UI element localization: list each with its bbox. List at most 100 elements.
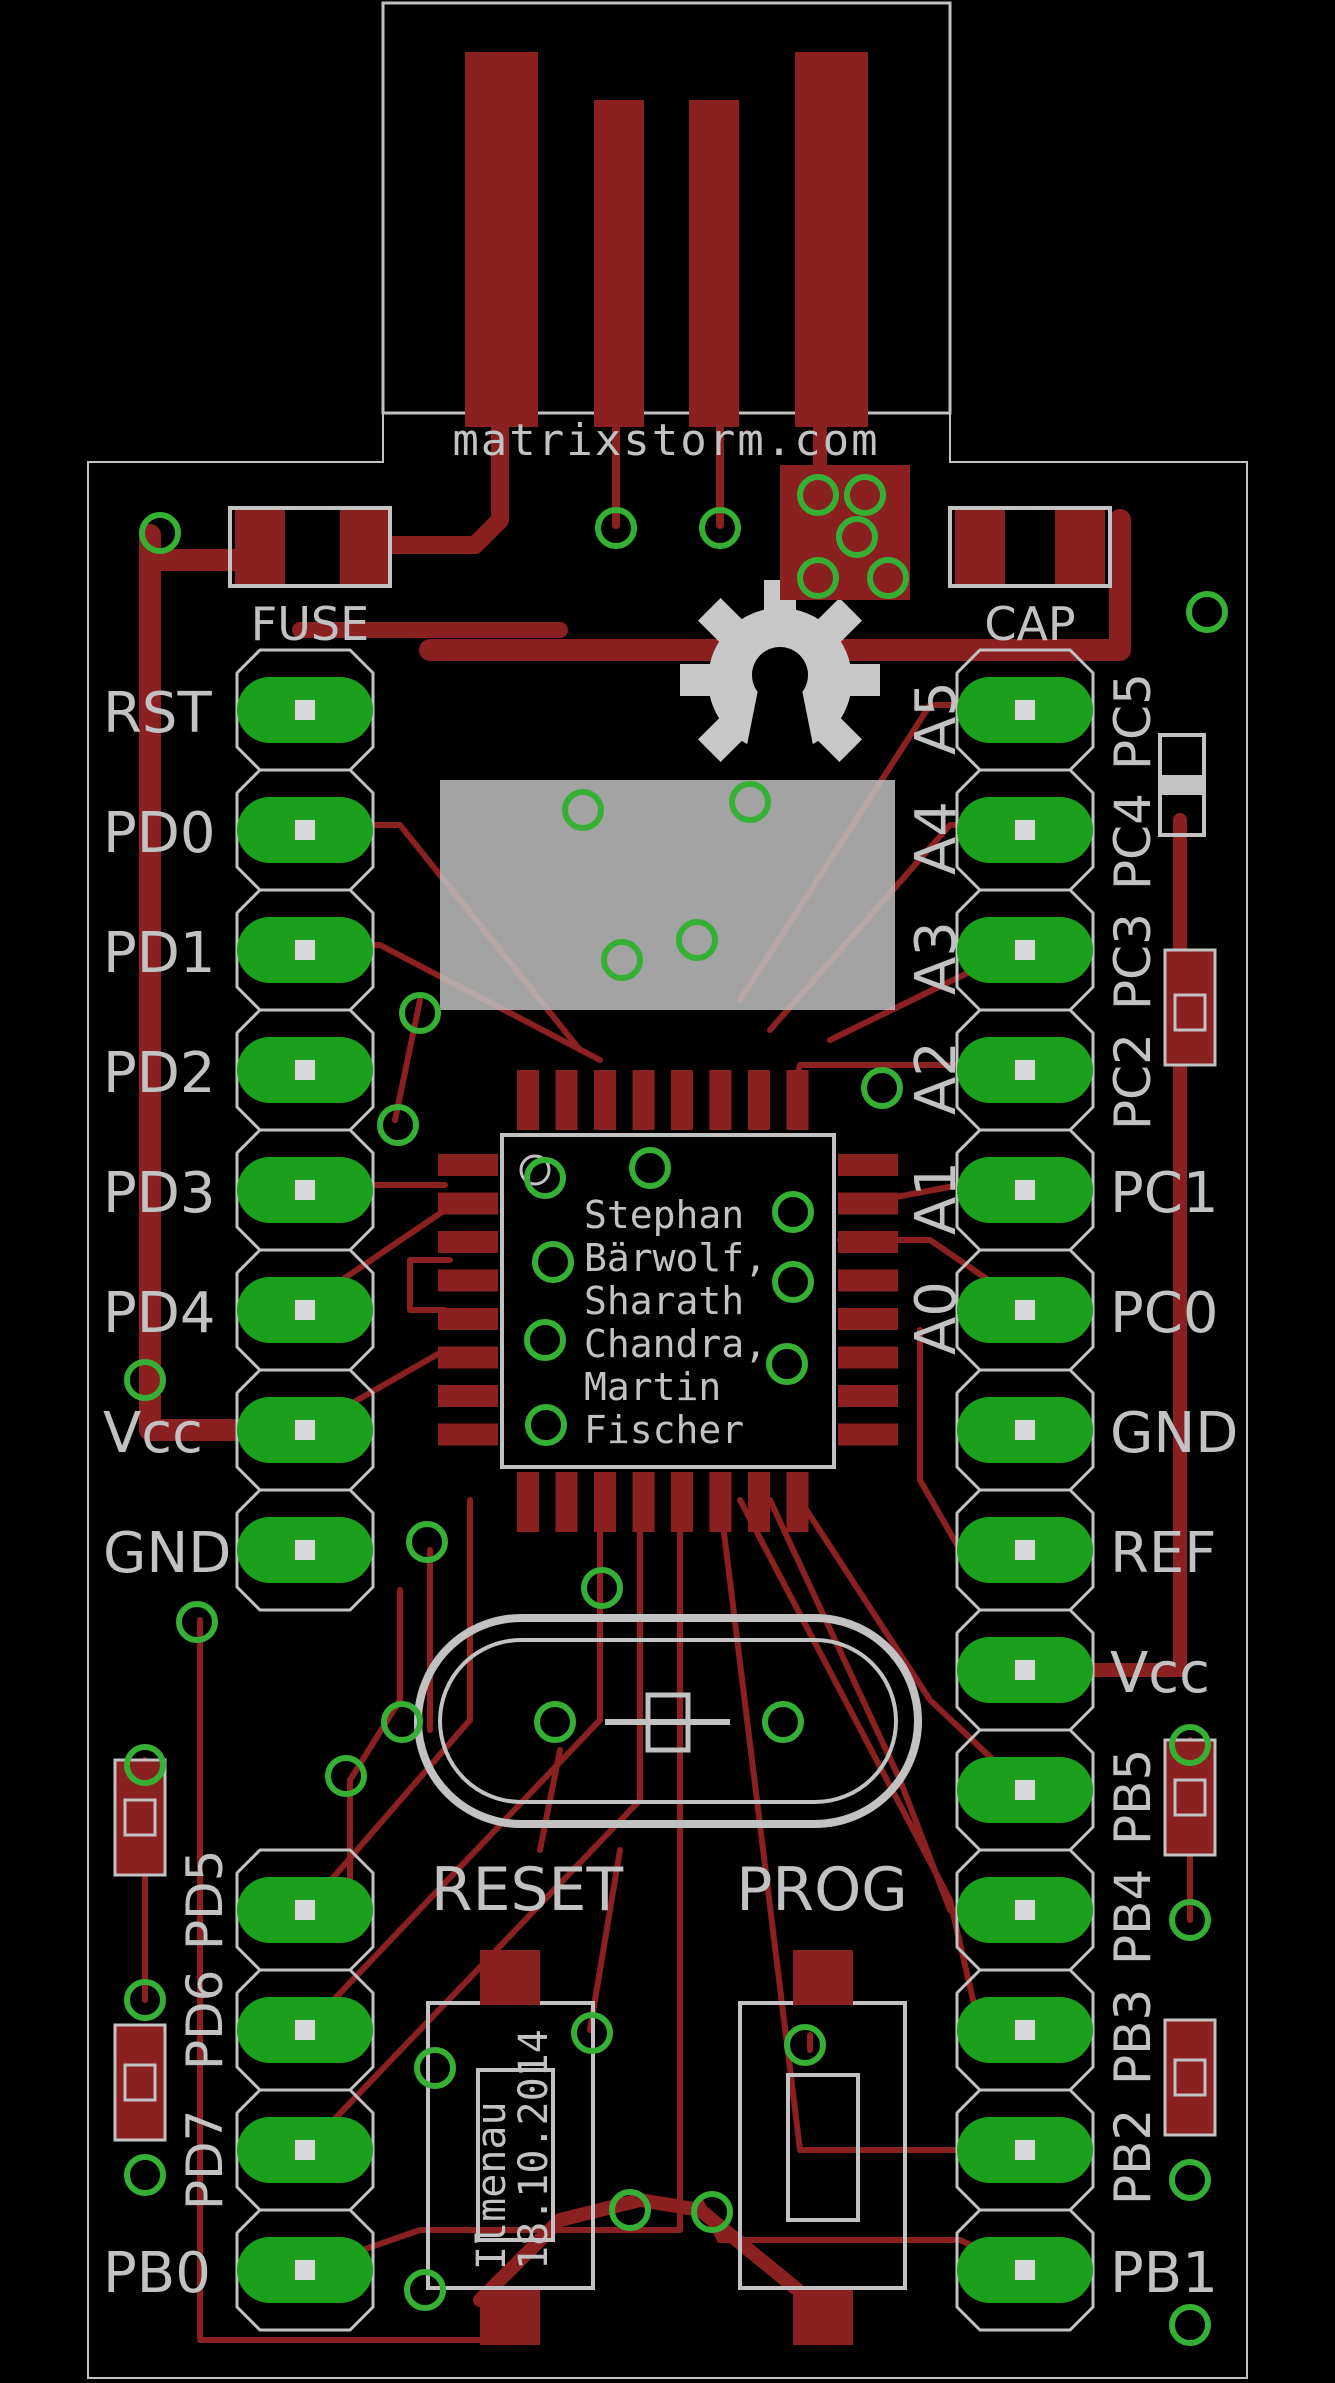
mcu-pad-bottom	[594, 1472, 616, 1532]
left-pin-label: PD1	[103, 921, 216, 986]
mcu-pad-right	[838, 1423, 898, 1446]
via	[139, 512, 181, 554]
mcu-pad-top	[748, 1070, 770, 1130]
mcu-pin1-marker	[519, 1154, 551, 1186]
fuse-package	[228, 506, 392, 588]
mcu-pad-bottom	[786, 1472, 809, 1532]
via	[124, 1744, 166, 1786]
left-pin-label: PD3	[103, 1161, 216, 1226]
via	[1169, 2304, 1211, 2346]
prog-label: PROG	[736, 1855, 908, 1925]
right-pin-label: PC0	[1110, 1281, 1219, 1346]
vertical-pin-labels: A5A4A3A2A1A0PC5PC4PC3PC2PB5PB4PB3PB2PD5P…	[176, 673, 1162, 2210]
via	[381, 1701, 423, 1743]
vertical-pin-label: PC5	[1104, 673, 1162, 770]
via	[595, 507, 637, 549]
mcu-pad-right	[838, 1308, 898, 1330]
via	[532, 1241, 574, 1283]
via	[762, 1701, 804, 1743]
vertical-pin-label: PC3	[1104, 913, 1162, 1010]
right-pin-label: PB1	[1110, 2241, 1218, 2306]
via	[524, 1319, 566, 1361]
via	[629, 1147, 671, 1189]
via	[609, 2189, 651, 2231]
via	[797, 557, 839, 599]
mcu-pad-left	[438, 1269, 498, 1292]
via	[1169, 1899, 1211, 1941]
right-pin-label: REF	[1110, 1521, 1217, 1586]
vertical-pin-label: A0	[904, 1281, 969, 1355]
via	[861, 1067, 903, 1109]
author-line: Fischer	[584, 1408, 744, 1452]
mcu-pad-right	[838, 1231, 898, 1253]
via	[406, 1521, 448, 1563]
mcu-pad-top	[786, 1070, 809, 1130]
mcu-pad-left	[438, 1346, 498, 1369]
vertical-pin-label: PC4	[1104, 793, 1162, 890]
author-line: Sharath	[584, 1279, 744, 1323]
fuse-label: FUSE	[251, 597, 369, 651]
prog-button	[738, 1950, 907, 2345]
right-pin-label: PC1	[1110, 1161, 1219, 1226]
header-pad	[955, 648, 1095, 772]
via	[844, 474, 886, 516]
reset-label: RESET	[431, 1855, 624, 1925]
via	[601, 939, 643, 981]
via	[124, 1359, 166, 1401]
via	[124, 1979, 166, 2021]
left-pin-label: PD2	[103, 1041, 216, 1106]
header-pad	[955, 1008, 1095, 1132]
header-pad	[235, 1968, 375, 2092]
mcu-pad-left	[438, 1423, 498, 1446]
mcu-pad-top	[632, 1070, 655, 1130]
mcu-pad-left	[438, 1154, 498, 1176]
left-pin-label: RST	[103, 681, 212, 746]
via	[676, 919, 718, 961]
via	[534, 1701, 576, 1743]
silk-logo-block	[440, 780, 895, 1010]
via	[1169, 2159, 1211, 2201]
author-line: Chandra,	[584, 1322, 767, 1366]
mcu-pad-right	[838, 1385, 898, 1407]
mcu-pad-left	[438, 1385, 498, 1407]
mcu-pad-top	[555, 1070, 578, 1130]
mcu-pad-left	[438, 1308, 498, 1330]
via	[729, 781, 771, 823]
mcu-pads	[438, 1070, 898, 1532]
vertical-pin-label: PD7	[176, 2110, 234, 2210]
via	[691, 2191, 733, 2233]
author-line: Martin	[584, 1365, 721, 1409]
vertical-pin-label: A4	[904, 801, 969, 875]
mcu-pad-bottom	[517, 1472, 539, 1532]
mcu-pad-left	[438, 1192, 498, 1215]
vertical-pin-label: PD5	[176, 1850, 234, 1950]
via	[562, 789, 604, 831]
authors-text: StephanBärwolf,SharathChandra,MartinFisc…	[584, 1193, 767, 1452]
mcu-pad-bottom	[632, 1472, 655, 1532]
date-line-2: 18.10.2014	[511, 2029, 557, 2270]
right-pin-label: Vcc	[1110, 1641, 1210, 1706]
date-text: Ilmenau 18.10.2014	[469, 2029, 557, 2270]
mcu-pad-bottom	[748, 1472, 770, 1532]
via	[414, 2047, 456, 2089]
vertical-pin-label: PB5	[1104, 1749, 1162, 1845]
vertical-pin-label: PC2	[1104, 1033, 1162, 1130]
mcu-pad-top	[671, 1070, 693, 1130]
vertical-pin-label: PD6	[176, 1970, 234, 2070]
via	[325, 1755, 367, 1797]
mcu-pad-right	[838, 1154, 898, 1176]
via	[176, 1601, 218, 1643]
reset-button	[426, 1950, 595, 2345]
resistor-pc5	[1158, 733, 1206, 837]
usb-connector-outline	[381, 1, 952, 415]
mcu-pad-bottom	[555, 1472, 578, 1532]
author-line: Bärwolf,	[584, 1236, 767, 1280]
open-hardware-gear-icon	[680, 580, 880, 780]
via	[399, 992, 441, 1034]
via	[404, 2269, 446, 2311]
via	[1169, 1724, 1211, 1766]
led-packages	[113, 948, 1217, 2142]
left-pin-label: PB0	[103, 2241, 211, 2306]
